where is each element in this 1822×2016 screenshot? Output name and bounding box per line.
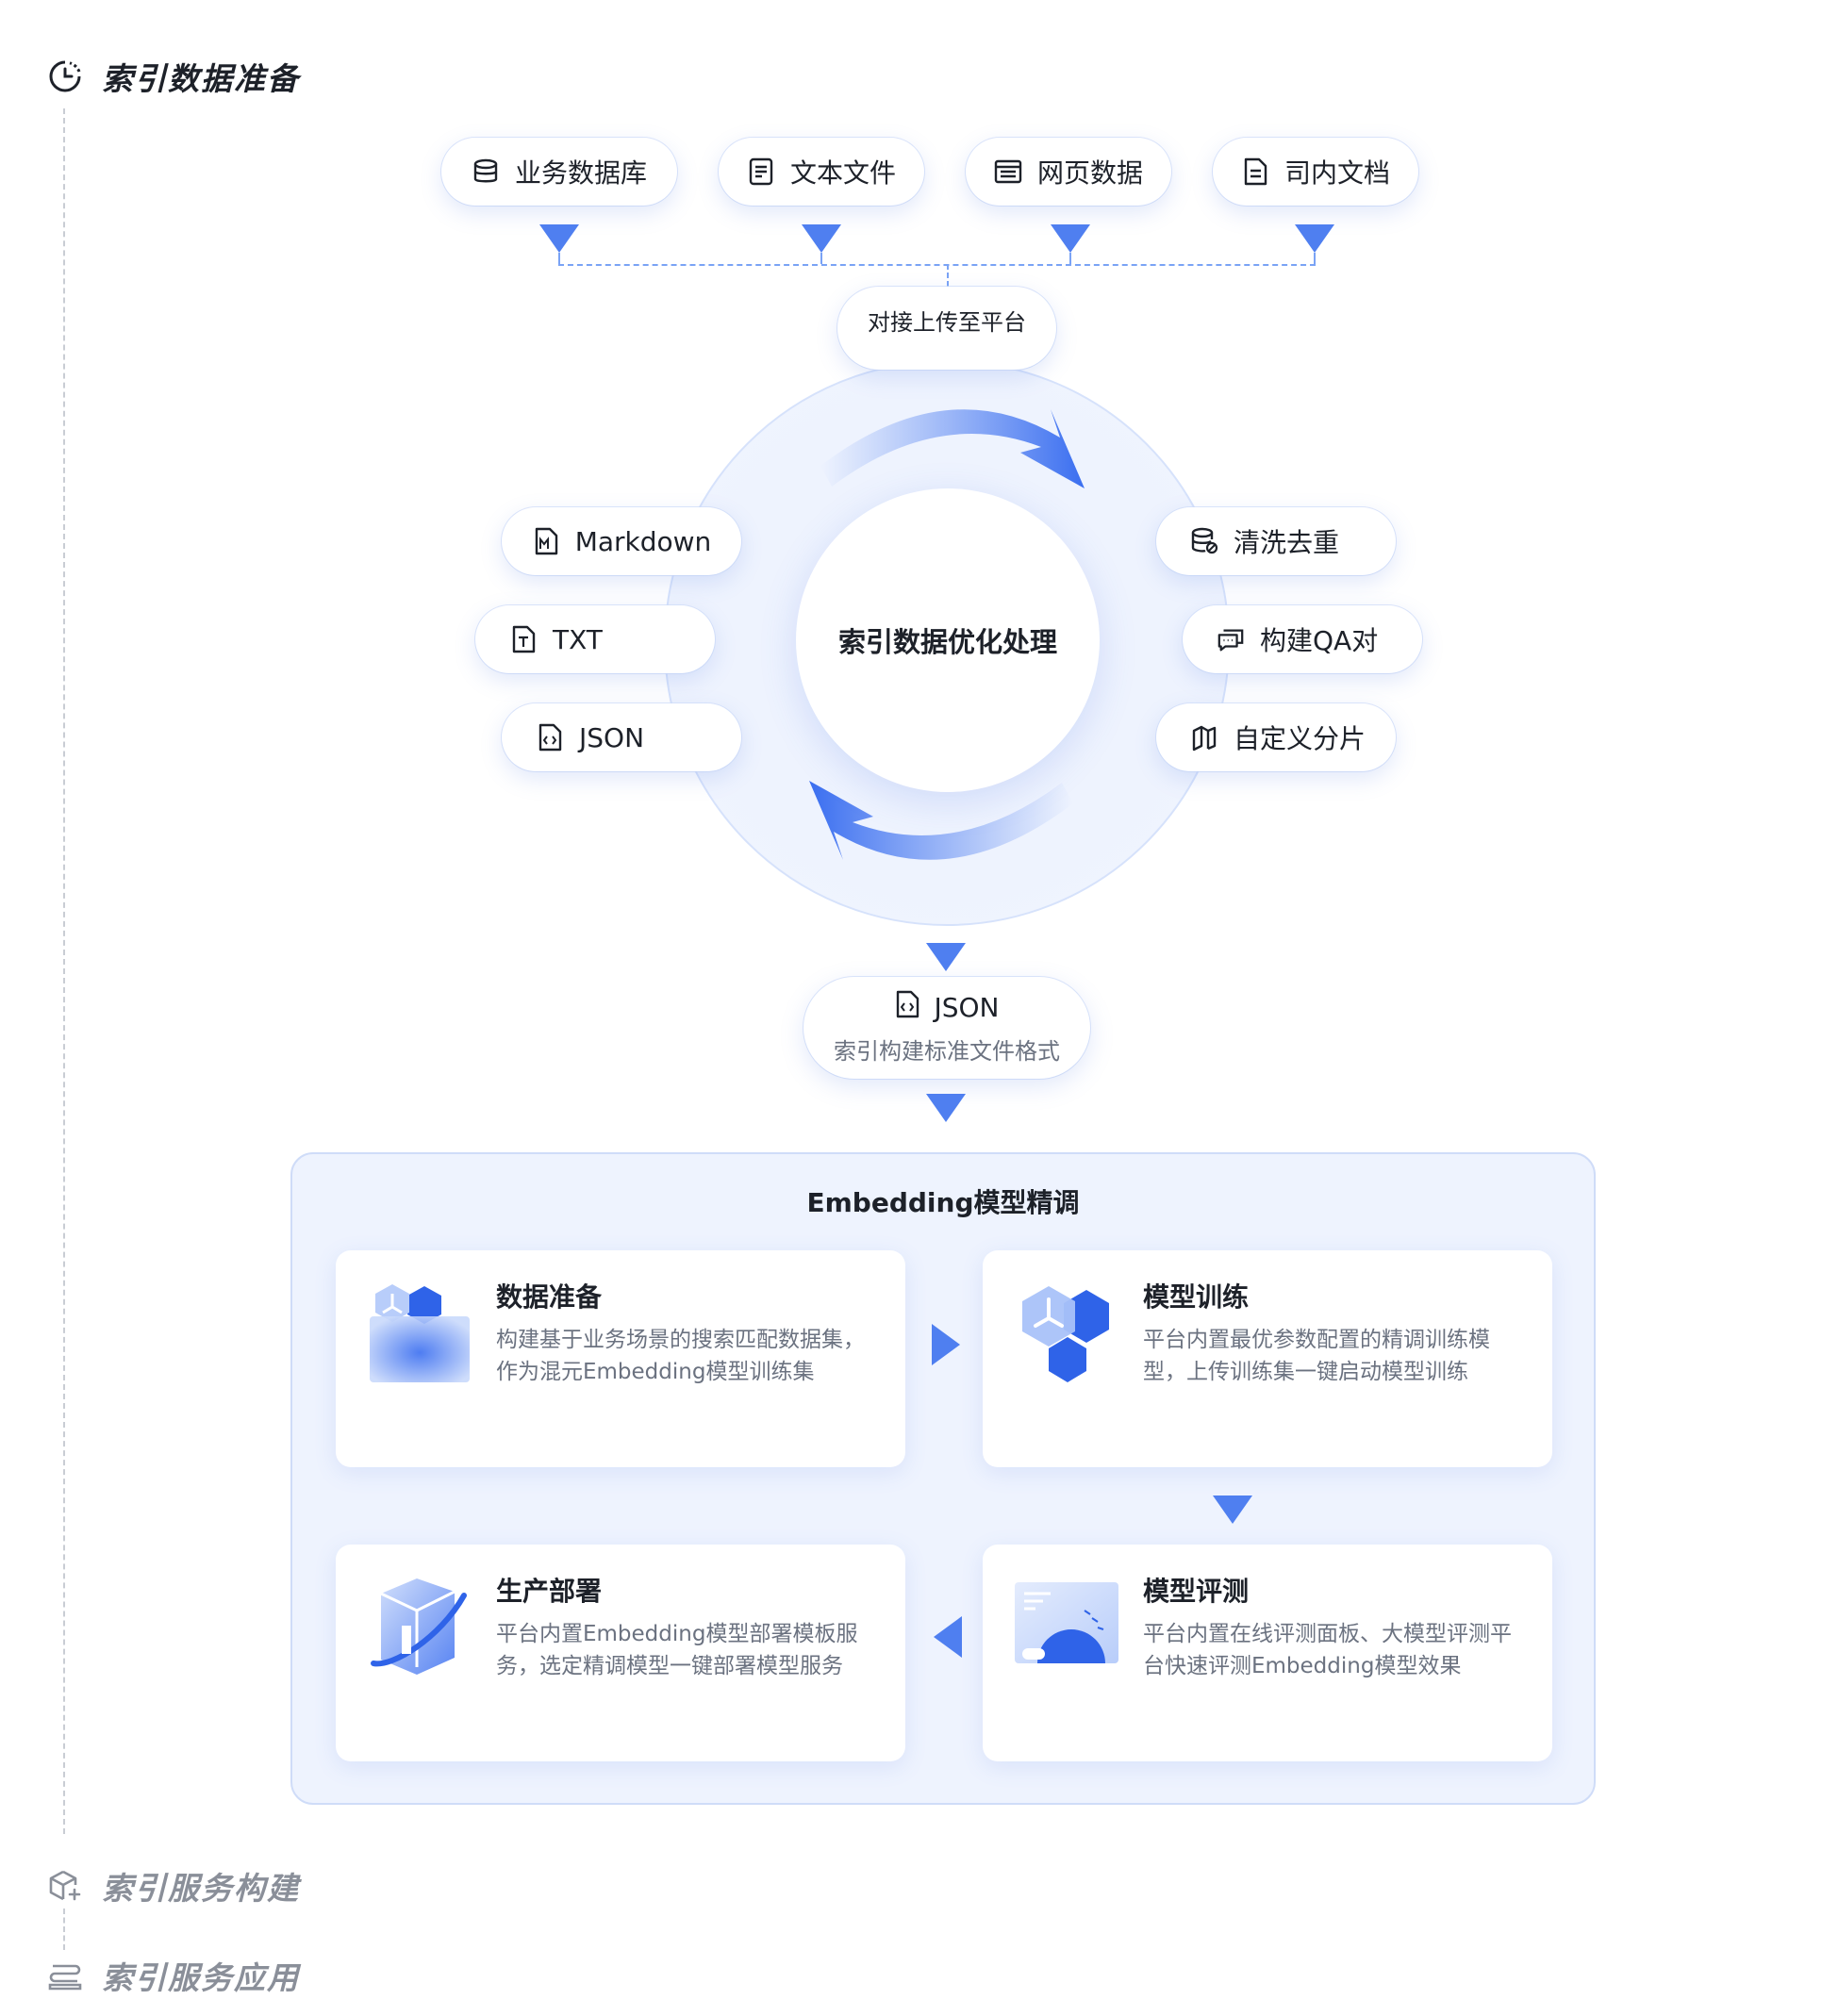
chat-icon xyxy=(1217,625,1245,653)
card-title: 模型训练 xyxy=(1143,1281,1250,1313)
op-label: 构建QA对 xyxy=(1260,625,1379,656)
timeline-line xyxy=(63,108,65,1834)
embedding-title: Embedding模型精调 xyxy=(806,1187,1080,1218)
connector-line xyxy=(820,253,822,264)
file-text-icon xyxy=(747,157,775,186)
card-model-train[interactable]: 模型训练 平台内置最优参数配置的精调训练模型，上传训练集一键启动模型训练 xyxy=(983,1250,1552,1467)
step-build[interactable]: 索引服务构建 xyxy=(47,1863,300,1909)
data-prep-icon xyxy=(364,1279,475,1390)
cube-add-icon xyxy=(47,1868,83,1904)
op-label: 清洗去重 xyxy=(1234,527,1340,558)
card-model-eval[interactable]: 模型评测 平台内置在线评测面板、大模型评测平台快速评测Embedding模型效果 xyxy=(983,1545,1552,1761)
card-data-prep[interactable]: 数据准备 构建基于业务场景的搜索匹配数据集，作为混元Embedding模型训练集 xyxy=(336,1250,905,1467)
format-label: TXT xyxy=(553,623,603,655)
format-label: Markdown xyxy=(574,525,712,557)
step-prepare[interactable]: 索引数据准备 xyxy=(47,54,300,99)
model-train-icon xyxy=(1011,1279,1122,1390)
arrow-down xyxy=(802,224,841,253)
upload-node[interactable]: 对接上传至平台 xyxy=(837,287,1056,370)
upload-label: 对接上传至平台 xyxy=(868,309,1026,336)
web-page-icon xyxy=(994,157,1022,186)
deploy-icon xyxy=(364,1573,475,1684)
source-label: 司内文档 xyxy=(1284,157,1390,189)
connector-line xyxy=(558,253,560,264)
op-custom-slice[interactable]: 自定义分片 xyxy=(1156,703,1396,771)
op-clean-dedupe[interactable]: 清洗去重 xyxy=(1156,507,1396,575)
code-file-icon xyxy=(536,723,564,752)
source-text-file[interactable]: 文本文件 xyxy=(719,138,924,206)
format-txt[interactable]: TXT xyxy=(475,605,715,673)
arrow-down xyxy=(1213,1495,1252,1524)
markdown-file-icon xyxy=(532,527,560,555)
center-node[interactable]: 索引数据优化处理 xyxy=(796,488,1100,792)
card-desc: 构建基于业务场景的搜索匹配数据集，作为混元Embedding模型训练集 xyxy=(496,1328,865,1384)
card-desc: 平台内置Embedding模型部署模板服务，选定精调模型一键部署模型服务 xyxy=(496,1622,858,1678)
source-web-data[interactable]: 网页数据 xyxy=(966,138,1171,206)
op-label: 自定义分片 xyxy=(1234,723,1366,754)
arrow-cycle-bottom xyxy=(809,781,1073,860)
output-caption: 索引构建标准文件格式 xyxy=(834,1038,1060,1065)
step-build-title: 索引服务构建 xyxy=(102,1870,300,1907)
connector-line xyxy=(558,264,1316,266)
step-apply[interactable]: 索引服务应用 xyxy=(47,1953,300,1998)
source-label: 文本文件 xyxy=(789,157,896,189)
source-label: 业务数据库 xyxy=(514,157,647,189)
database-clean-icon xyxy=(1190,527,1218,555)
center-label: 索引数据优化处理 xyxy=(837,626,1057,658)
card-title: 模型评测 xyxy=(1143,1576,1250,1607)
arrow-down xyxy=(1295,224,1334,253)
layers-icon xyxy=(47,1958,83,1993)
card-title: 生产部署 xyxy=(496,1576,603,1607)
format-markdown[interactable]: Markdown xyxy=(502,507,741,575)
card-desc: 平台内置在线评测面板、大模型评测平台快速评测Embedding模型效果 xyxy=(1143,1622,1512,1678)
arrow-cycle-top xyxy=(820,409,1085,488)
timeline-line-lower xyxy=(63,1909,65,1950)
source-database[interactable]: 业务数据库 xyxy=(441,138,677,206)
arrow-down xyxy=(539,224,579,253)
output-label: JSON xyxy=(934,992,1000,1023)
output-json-node[interactable]: JSON 索引构建标准文件格式 xyxy=(803,977,1090,1079)
connector-line xyxy=(1069,253,1071,264)
format-label: JSON xyxy=(579,721,645,753)
connector-line xyxy=(1314,253,1316,264)
source-internal-docs[interactable]: 司内文档 xyxy=(1213,138,1418,206)
card-desc: 平台内置最优参数配置的精调训练模型，上传训练集一键启动模型训练 xyxy=(1143,1328,1490,1384)
database-icon xyxy=(472,157,500,186)
source-label: 网页数据 xyxy=(1036,157,1143,189)
step-prepare-title: 索引数据准备 xyxy=(102,60,300,97)
document-icon xyxy=(1241,157,1269,186)
clock-icon xyxy=(47,58,83,94)
card-deploy[interactable]: 生产部署 平台内置Embedding模型部署模板服务，选定精调模型一键部署模型服… xyxy=(336,1545,905,1761)
txt-file-icon xyxy=(509,625,538,653)
connector-line xyxy=(947,264,949,287)
arrow-right xyxy=(932,1324,960,1365)
dashboard-icon xyxy=(1011,1573,1122,1684)
step-apply-title: 索引服务应用 xyxy=(102,1959,300,1996)
arrow-down xyxy=(926,943,966,971)
slices-icon xyxy=(1190,723,1218,752)
arrow-down xyxy=(1051,224,1090,253)
arrow-down xyxy=(926,1094,966,1122)
op-build-qa[interactable]: 构建QA对 xyxy=(1183,605,1422,673)
code-file-icon xyxy=(894,990,920,1025)
arrow-left xyxy=(934,1616,962,1658)
cycle-arrows xyxy=(809,409,1085,860)
format-json[interactable]: JSON xyxy=(502,703,741,771)
card-title: 数据准备 xyxy=(496,1281,603,1313)
